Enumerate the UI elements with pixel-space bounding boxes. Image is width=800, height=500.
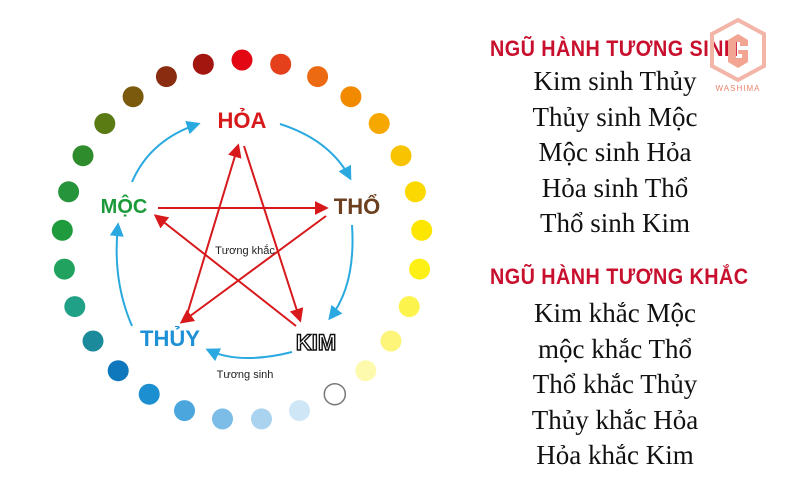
color-dot — [411, 219, 433, 241]
arrow-kim-to-moc — [153, 214, 297, 327]
overcoming-star-arrows — [153, 143, 329, 327]
overcoming-heading: NGŨ HÀNH TƯƠNG KHẮC — [490, 264, 749, 289]
arrow-tho-to-kim — [328, 224, 354, 321]
list-item: Thổ sinh Kim — [539, 208, 690, 239]
color-dot — [155, 66, 177, 88]
color-dot — [368, 113, 390, 134]
color-dot-ring — [51, 49, 433, 430]
arrow-hoa-to-tho — [279, 123, 352, 181]
list-item: Thủy khắc Hỏa — [531, 404, 699, 435]
list-item: Kim khắc Mộc — [534, 298, 696, 328]
color-dot — [53, 258, 75, 280]
list-item: Hỏa sinh Thổ — [541, 172, 689, 203]
list-item: Kim sinh Thủy — [533, 66, 697, 96]
color-dot — [251, 408, 272, 430]
generating-cycle-arrows — [109, 120, 354, 362]
color-dot — [64, 296, 86, 318]
five-elements-diagram: HỎA THỔ KIM THỦY MỘC Tương khắc Tương si… — [51, 49, 433, 430]
color-dot — [390, 145, 412, 167]
color-dot — [270, 53, 292, 75]
list-item: Thủy sinh Mộc — [532, 101, 698, 132]
color-dot — [138, 383, 160, 405]
list-item: Hỏa khắc Kim — [536, 440, 694, 471]
color-dot — [355, 360, 377, 382]
element-kim-label: KIM — [296, 330, 336, 355]
generating-list: Kim sinh Thủy Thủy sinh Mộc Mộc sinh Hỏa… — [480, 64, 750, 242]
washima-logo: WASHIMA — [706, 16, 770, 100]
color-dot — [340, 86, 362, 108]
color-dot — [94, 113, 116, 134]
list-item: mộc khắc Thổ — [538, 333, 692, 364]
color-dot — [107, 360, 129, 382]
color-dot — [72, 145, 94, 167]
color-dot — [58, 181, 80, 203]
arrow-kim-to-thuy — [205, 348, 293, 362]
color-dot — [404, 181, 426, 203]
element-moc-label: MỘC — [101, 194, 148, 218]
arrow-tho-to-thuy — [179, 215, 327, 324]
element-thuy-label: THỦY — [140, 326, 200, 351]
color-dot — [398, 296, 420, 318]
arrow-hoa-to-kim — [243, 145, 304, 323]
element-tho-label: THỔ — [334, 194, 380, 219]
color-dot — [380, 330, 402, 352]
list-item: Thổ khắc Thủy — [532, 369, 698, 400]
arrow-thuy-to-moc — [109, 222, 133, 327]
color-dot — [409, 258, 431, 280]
color-dot — [174, 400, 195, 422]
generating-bottom-label: Tương sinh — [217, 369, 274, 381]
washima-logo-icon — [710, 17, 766, 83]
color-dot — [192, 53, 214, 75]
color-dot — [289, 400, 310, 422]
logo-text: WASHIMA — [715, 84, 761, 93]
color-dot — [323, 382, 347, 406]
color-dot — [212, 408, 233, 430]
color-dot — [82, 330, 104, 352]
overcoming-center-label: Tương khắc — [215, 244, 275, 257]
color-dot — [122, 86, 144, 108]
arrow-thuy-to-hoa — [185, 143, 242, 319]
color-dot — [231, 49, 253, 71]
element-hoa-label: HỎA — [218, 108, 267, 133]
overcoming-list: Kim khắc Mộc mộc khắc Thổ Thổ khắc Thủy … — [480, 296, 750, 474]
arrow-moc-to-hoa — [131, 120, 201, 183]
list-item: Mộc sinh Hỏa — [538, 137, 692, 168]
color-dot — [51, 219, 73, 241]
generating-heading: NGŨ HÀNH TƯƠNG SINH — [490, 36, 739, 61]
color-dot — [307, 66, 329, 88]
